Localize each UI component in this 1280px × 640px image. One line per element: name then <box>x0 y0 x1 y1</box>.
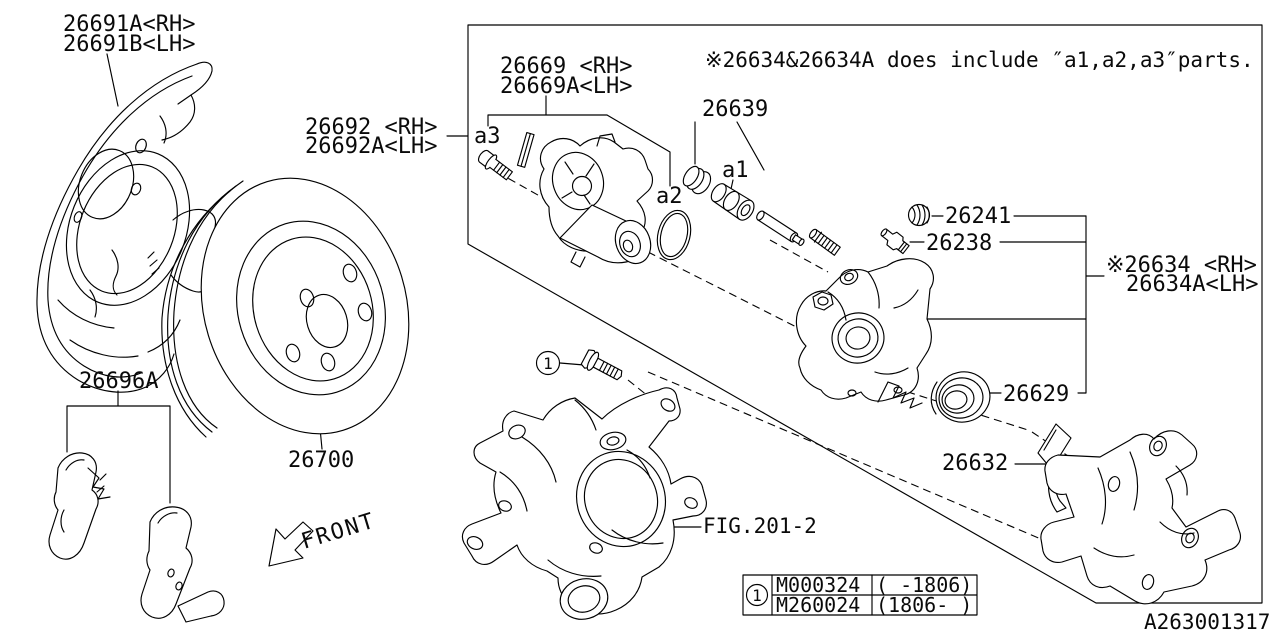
cap-26241-drawing <box>907 203 931 227</box>
bleeder-26238-drawing <box>880 228 910 255</box>
seal-26629-drawing <box>930 371 991 423</box>
label-26700: 26700 <box>288 448 354 473</box>
support-bracket-drawing <box>1040 430 1242 605</box>
actuator-26669-drawing <box>539 133 654 268</box>
table-row1-range: ( -1806) <box>876 573 972 597</box>
note-26634-includes: ※26634&26634A does include ″a1,a2,a3″par… <box>705 48 1254 72</box>
part-labels: 26691A<RH> 26691B<LH> 26692 <RH> 26692A<… <box>63 12 1270 634</box>
brake-pads-26696A-drawing <box>48 452 225 623</box>
label-26634-lh: 26634A<LH> <box>1126 272 1258 297</box>
table-row1-part: M000324 <box>776 573 860 597</box>
callout-1-number: 1 <box>543 354 553 373</box>
label-26238: 26238 <box>926 231 992 256</box>
label-26634-rh: ※26634 <RH> <box>1106 253 1257 278</box>
slide-pin <box>756 210 805 246</box>
guide-bolt-a3 <box>477 149 513 181</box>
label-26691-lh: 26691B<LH> <box>63 32 195 57</box>
table-row2-part: M260024 <box>776 593 860 617</box>
rotor-26700-drawing <box>161 177 410 438</box>
label-26692-rh: 26692 <RH> <box>305 115 437 140</box>
label-26632: 26632 <box>942 451 1008 476</box>
front-arrow: FRONT <box>268 509 379 567</box>
label-26241: 26241 <box>945 204 1011 229</box>
caliper-body-26634-drawing <box>795 258 935 402</box>
label-26692-lh: 26692A<LH> <box>305 134 437 159</box>
label-a3: a3 <box>474 124 501 149</box>
table-row2-range: (1806- ) <box>876 593 972 617</box>
mount-bolt-1 <box>580 349 623 381</box>
drawing-number: A263001317 <box>1144 610 1270 634</box>
label-26629: 26629 <box>1003 382 1069 407</box>
boot-plug <box>682 165 712 195</box>
spring-pin-a3 <box>516 131 535 168</box>
knuckle-fig201-drawing <box>461 387 707 620</box>
label-a2: a2 <box>656 184 683 209</box>
bushing-a1 <box>710 183 755 221</box>
label-a1: a1 <box>722 158 749 183</box>
label-26669-rh: 26669 <RH> <box>500 54 632 79</box>
label-26696A: 26696A <box>79 369 158 394</box>
label-26691-rh: 26691A<RH> <box>63 12 195 37</box>
oring-a2 <box>656 209 692 261</box>
lock-pin <box>808 228 841 256</box>
table-ref-number: 1 <box>752 586 762 605</box>
callout-1-circle: 1 <box>535 350 561 376</box>
pad-clip-upper <box>877 381 923 409</box>
label-26669-lh: 26669A<LH> <box>500 74 632 99</box>
label-fig-201-2: FIG.201-2 <box>703 514 817 538</box>
label-26639: 26639 <box>702 97 768 122</box>
front-label: FRONT <box>298 509 378 555</box>
ref-table: 1 M000324 ( -1806) M260024 (1806- ) <box>742 573 978 617</box>
backing-plate-26691-drawing <box>36 61 217 393</box>
assembly-box <box>467 24 1263 604</box>
